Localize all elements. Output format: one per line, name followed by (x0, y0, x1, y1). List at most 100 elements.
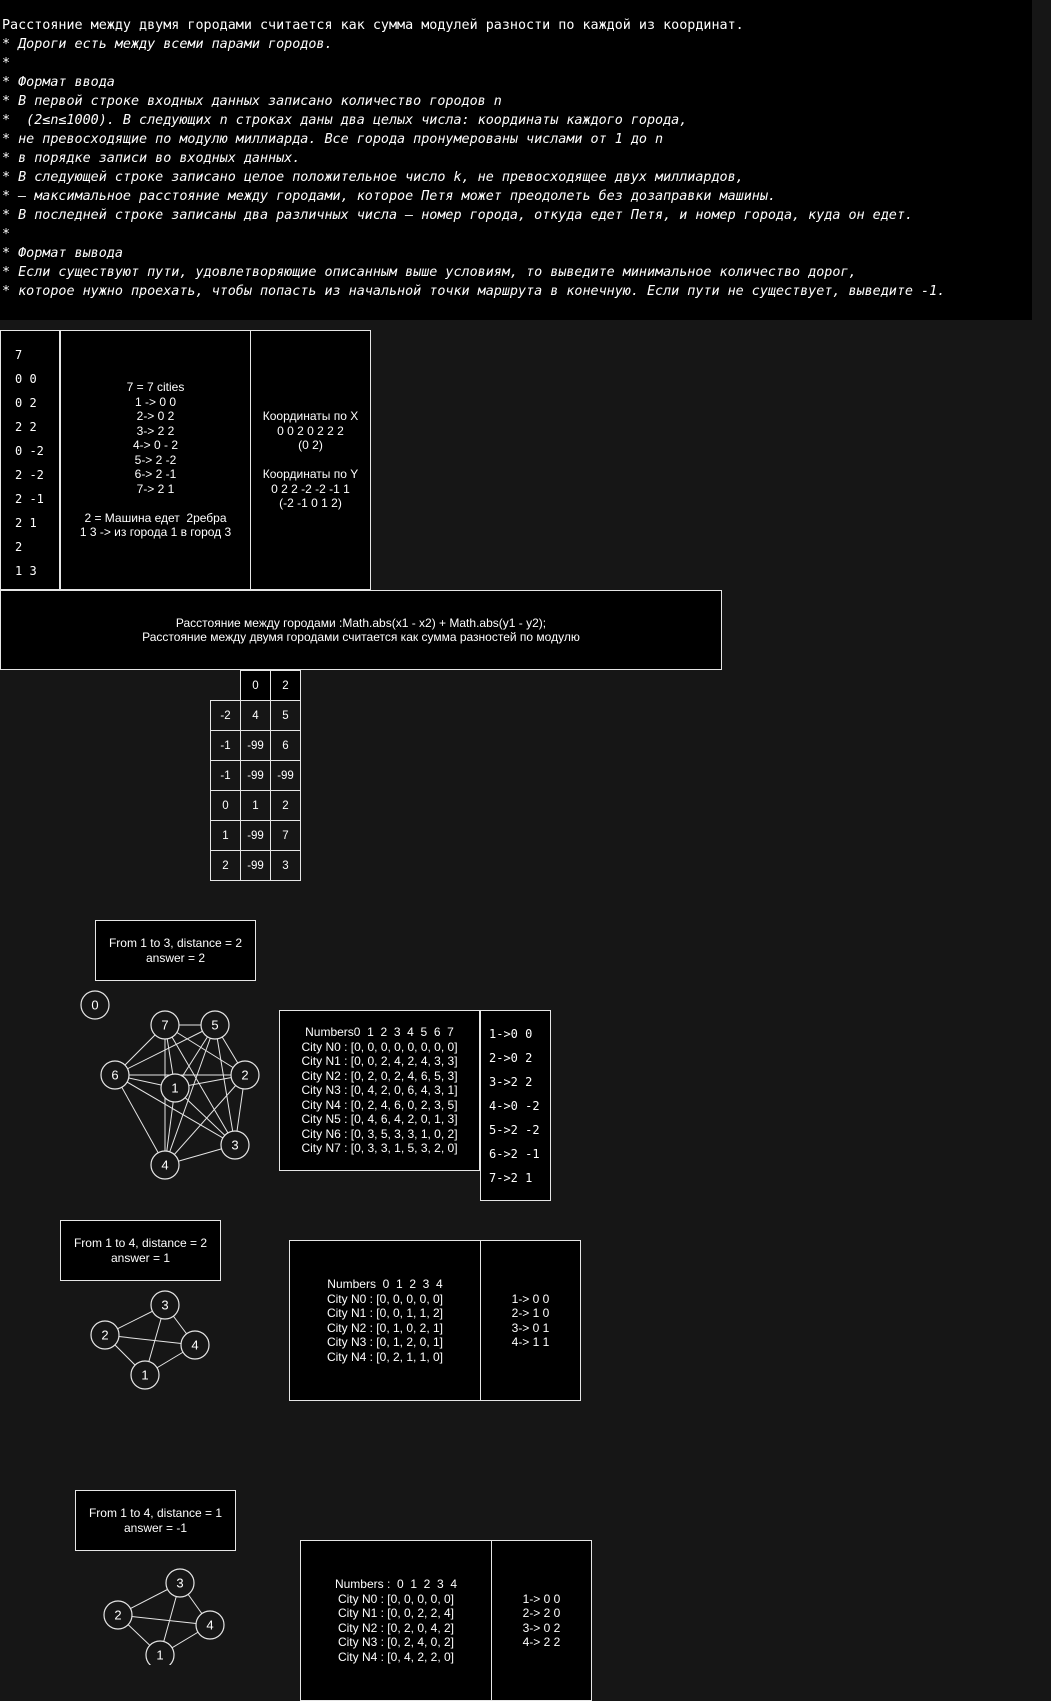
graph-node: 2 (90, 1320, 120, 1350)
explanation-box: 7 = 7 cities 1 -> 0 0 2-> 0 2 3-> 2 2 4-… (60, 330, 251, 590)
example2-distance-matrix: Numbers 0 1 2 3 4 City N0 : [0, 0, 0, 0,… (289, 1240, 481, 1401)
grid-cell: -99 (240, 850, 271, 881)
svg-text:6: 6 (111, 1068, 118, 1083)
graph-node: 7 (150, 1010, 180, 1040)
svg-text:1: 1 (141, 1368, 148, 1383)
graph-node: 0 (80, 990, 110, 1020)
svg-text:3: 3 (176, 1576, 183, 1591)
graph-node: 3 (150, 1290, 180, 1320)
graph-node: 1 (145, 1640, 175, 1665)
input-line: 0 -2 (15, 444, 44, 458)
input-line: 0 0 (15, 372, 37, 386)
example1-matrix-text: Numbers0 1 2 3 4 5 6 7 City N0 : [0, 0, … (301, 1025, 458, 1156)
city-coord-line: 7->2 1 (489, 1171, 533, 1185)
description-line: * в порядке записи во входных данных. (2, 151, 301, 166)
grid-cell: 0 (210, 790, 241, 821)
description-line: * Формат ввода (2, 75, 115, 90)
svg-text:2: 2 (241, 1068, 248, 1083)
svg-text:0: 0 (91, 998, 98, 1013)
example1-distance-matrix: Numbers0 1 2 3 4 5 6 7 City N0 : [0, 0, … (279, 1010, 480, 1171)
example2-city-coords: 1-> 0 0 2-> 1 0 3-> 0 1 4-> 1 1 (480, 1240, 581, 1401)
description-line: * — максимальное расстояние между города… (2, 189, 776, 204)
grid-cell: 0 (240, 670, 271, 701)
example2-coords-text: 1-> 0 0 2-> 1 0 3-> 0 1 4-> 1 1 (511, 1291, 550, 1350)
grid-cell: -1 (210, 760, 241, 791)
example2-result-box: From 1 to 4, distance = 2 answer = 1 (60, 1220, 221, 1281)
example1-result-text: From 1 to 3, distance = 2 answer = 2 (108, 936, 243, 965)
example1-result-box: From 1 to 3, distance = 2 answer = 2 (95, 920, 256, 981)
grid-row: -1-99-99 (210, 760, 301, 791)
input-line: 2 (15, 540, 23, 554)
description-line: * В последней строке записаны два различ… (2, 208, 913, 223)
graph-node: 6 (100, 1060, 130, 1090)
grid-cell: 2 (270, 670, 301, 701)
grid-cell: -1 (210, 730, 241, 761)
graph-edge (114, 1074, 166, 1166)
grid-cell: 1 (210, 820, 241, 851)
example3-result-text: From 1 to 4, distance = 1 answer = -1 (88, 1506, 223, 1535)
city-coord-line: 6->2 -1 (489, 1147, 540, 1161)
example1-graph: 0 1 2 3 4 5 6 7 (80, 990, 260, 1180)
grid-cell: 1 (240, 790, 271, 821)
grid-cell: 2 (270, 790, 301, 821)
description-line: * Дороги есть между всеми парами городов… (2, 37, 333, 52)
graph-node: 4 (150, 1150, 180, 1180)
description-line: * (2, 227, 11, 242)
svg-text:1: 1 (171, 1081, 178, 1096)
distance-formula-text: Расстояние между городами :Math.abs(x1 -… (142, 615, 580, 645)
graph-edge (164, 1024, 236, 1146)
grid-cell: 7 (270, 820, 301, 851)
description-line: * Формат вывода (2, 246, 123, 261)
city-coord-line: 1->0 0 (489, 1027, 533, 1041)
city-coord-line: 3->2 2 (489, 1075, 533, 1089)
graph-node: 3 (220, 1130, 250, 1160)
grid-cell: -99 (240, 760, 271, 791)
svg-text:7: 7 (161, 1018, 168, 1033)
graph-node: 5 (200, 1010, 230, 1040)
input-line: 0 2 (15, 396, 37, 410)
input-line: 7 (15, 348, 23, 362)
graph-edge (214, 1024, 236, 1146)
graph-node: 2 (230, 1060, 260, 1090)
graph-node: 2 (103, 1600, 133, 1630)
graph-edge (164, 1074, 246, 1166)
grid-cell: -99 (270, 760, 301, 791)
city-coord-line: 4->0 -2 (489, 1099, 540, 1113)
example3-city-coords: 1-> 0 0 2-> 2 0 3-> 0 2 4-> 2 2 (491, 1540, 592, 1701)
explanation-text: 7 = 7 cities 1 -> 0 0 2-> 0 2 3-> 2 2 4-… (79, 380, 232, 540)
svg-text:3: 3 (231, 1138, 238, 1153)
grid-cell: 6 (270, 730, 301, 761)
description-line: * (2, 56, 11, 71)
input-line: 2 1 (15, 516, 37, 530)
svg-text:4: 4 (206, 1618, 213, 1633)
svg-text:4: 4 (161, 1158, 168, 1173)
grid-cell: 2 (210, 850, 241, 881)
description-line: * которое нужно проехать, чтобы попасть … (2, 284, 946, 299)
graph-edge (164, 1024, 216, 1166)
coordinates-text: Координаты по X 0 0 2 0 2 2 2 (0 2) Коор… (262, 409, 359, 511)
example3-coords-text: 1-> 0 0 2-> 2 0 3-> 0 2 4-> 2 2 (522, 1591, 561, 1650)
city-coord-line: 2->0 2 (489, 1051, 533, 1065)
graph-node: 4 (180, 1330, 210, 1360)
grid-cell: 5 (270, 700, 301, 731)
grid-cell: 4 (240, 700, 271, 731)
graph-edge (104, 1334, 196, 1346)
example3-distance-matrix: Numbers : 0 1 2 3 4 City N0 : [0, 0, 0, … (300, 1540, 492, 1701)
svg-text:5: 5 (211, 1018, 218, 1033)
description-line: Расстояние между двумя городами считаетс… (2, 18, 744, 33)
graph-edge (114, 1024, 216, 1076)
input-line: 2 2 (15, 420, 37, 434)
graph-node: 3 (165, 1568, 195, 1598)
description-line: * не превосходящие по модулю миллиарда. … (2, 132, 664, 147)
grid-cell: -2 (210, 700, 241, 731)
